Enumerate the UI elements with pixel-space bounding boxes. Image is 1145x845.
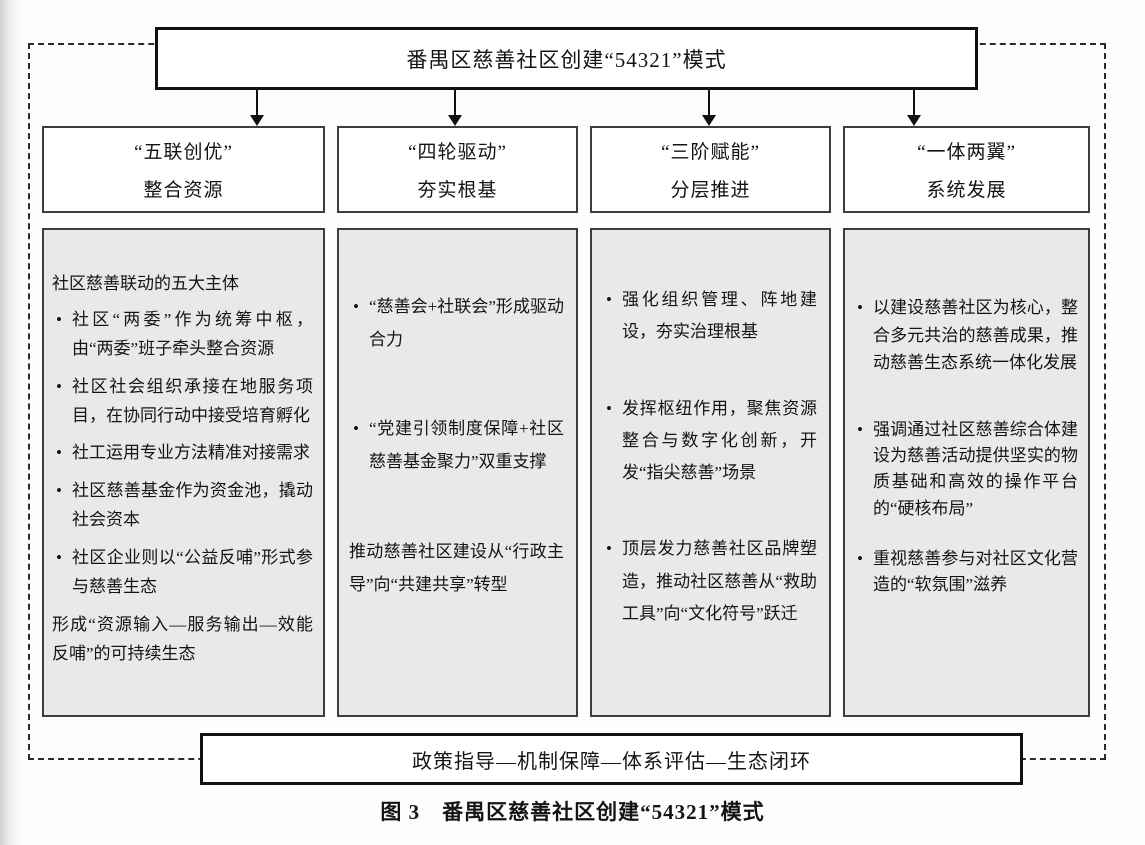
bottom-bar-box: 政策指导—机制保障—体系评估—生态闭环 (200, 733, 1023, 785)
down-arrow-icon (448, 90, 462, 126)
arrow-shaft (913, 90, 915, 116)
arrow-shaft (708, 90, 710, 116)
column-body-content: 以建设慈善社区为核心，整合多元共治的慈善成果，推动慈善生态系统一体化发展 强调通… (845, 230, 1088, 599)
column-body-wulian: 社区慈善联动的五大主体 社区“两委”作为统筹中枢，由“两委”班子牵头整合资源 社… (42, 228, 325, 717)
arrow-shaft (256, 90, 258, 116)
bullet-item: 社区企业则以“公益反哺”形式参与慈善生态 (52, 544, 313, 602)
bullet-item: 社区社会组织承接在地服务项目，在协同行动中接受培育孵化 (52, 373, 313, 431)
arrow-head (250, 115, 264, 126)
intro-text: 社区慈善联动的五大主体 (52, 274, 239, 293)
header-line2: 系统发展 (926, 180, 1007, 201)
bullet-list: 以建设慈善社区为核心，整合多元共治的慈善成果，推动慈善生态系统一体化发展 强调通… (853, 294, 1078, 599)
bullet-item: “党建引领制度保障+社区慈善基金聚力”双重支撑 (349, 412, 564, 478)
column-body-yiti: 以建设慈善社区为核心，整合多元共治的慈善成果，推动慈善生态系统一体化发展 强调通… (843, 228, 1090, 717)
down-arrow-icon (907, 90, 921, 126)
bullet-list: 强化组织管理、阵地建设，夯实治理根基 发挥枢纽作用，聚焦资源整合与数字化创新，开… (602, 284, 817, 630)
bullet-item: 强调通过社区慈善综合体建设为慈善活动提供坚实的物质基础和高效的操作平台的“硬核布… (853, 417, 1078, 522)
header-line1: “三阶赋能” (661, 142, 760, 163)
column-header-yiti: “一体两翼” 系统发展 (843, 126, 1090, 213)
header-line2: 夯实根基 (417, 180, 498, 201)
header-line2: 分层推进 (670, 180, 751, 201)
diagram-title-box: 番禺区慈善社区创建“54321”模式 (155, 27, 978, 90)
header-line1: “一体两翼” (917, 142, 1016, 163)
down-arrow-icon (250, 90, 264, 126)
bullet-item: 发挥枢纽作用，聚焦资源整合与数字化创新，开发“指尖慈善”场景 (602, 393, 817, 490)
bullet-item: 社工运用专业方法精准对接需求 (52, 439, 313, 468)
bullet-list: 社区“两委”作为统筹中枢，由“两委”班子牵头整合资源 社区社会组织承接在地服务项… (52, 306, 313, 602)
column-body-sanjie: 强化组织管理、阵地建设，夯实治理根基 发挥枢纽作用，聚焦资源整合与数字化创新，开… (590, 228, 831, 717)
arrow-head (907, 115, 921, 126)
figure-caption: 图 3 番禺区慈善社区创建“54321”模式 (380, 800, 765, 824)
column-header-wulian: “五联创优” 整合资源 (42, 126, 325, 213)
column-body-content: 社区慈善联动的五大主体 社区“两委”作为统筹中枢，由“两委”班子牵头整合资源 社… (44, 230, 323, 669)
bullet-item: “慈善会+社联会”形成驱动合力 (349, 290, 564, 356)
bottom-bar-text: 政策指导—机制保障—体系评估—生态闭环 (412, 750, 811, 773)
column-body-content: “慈善会+社联会”形成驱动合力 “党建引领制度保障+社区慈善基金聚力”双重支撑 … (339, 230, 576, 601)
header-line1: “五联创优” (134, 142, 233, 163)
column-body-silun: “慈善会+社联会”形成驱动合力 “党建引领制度保障+社区慈善基金聚力”双重支撑 … (337, 228, 578, 717)
bullet-item: 以建设慈善社区为核心，整合多元共治的慈善成果，推动慈善生态系统一体化发展 (853, 294, 1078, 377)
outro-text: 形成“资源输入—服务输出—效能反哺”的可持续生态 (52, 614, 313, 663)
column-header-silun: “四轮驱动” 夯实根基 (337, 126, 578, 213)
column-body-content: 强化组织管理、阵地建设，夯实治理根基 发挥枢纽作用，聚焦资源整合与数字化创新，开… (592, 230, 829, 630)
page-edge-shade (0, 0, 22, 845)
bullet-item: 重视慈善参与对社区文化营造的“软氛围”滋养 (853, 546, 1078, 599)
arrow-shaft (454, 90, 456, 116)
bullet-item: 社区“两委”作为统筹中枢，由“两委”班子牵头整合资源 (52, 306, 313, 364)
outro-text: 推动慈善社区建设从“行政主导”向“共建共享”转型 (349, 541, 564, 594)
header-line2: 整合资源 (143, 180, 224, 201)
column-header-sanjie: “三阶赋能” 分层推进 (590, 126, 831, 213)
arrow-head (448, 115, 462, 126)
bullet-item: 强化组织管理、阵地建设，夯实治理根基 (602, 284, 817, 349)
header-line1: “四轮驱动” (408, 142, 507, 163)
arrow-head (702, 115, 716, 126)
bullet-item: 社区慈善基金作为资金池，撬动社会资本 (52, 477, 313, 535)
diagram-title: 番禺区慈善社区创建“54321”模式 (406, 47, 727, 72)
down-arrow-icon (702, 90, 716, 126)
bullet-item: 顶层发力慈善社区品牌塑造，推动社区慈善从“救助工具”向“文化符号”跃迁 (602, 533, 817, 630)
bullet-list: “慈善会+社联会”形成驱动合力 “党建引领制度保障+社区慈善基金聚力”双重支撑 (349, 290, 564, 479)
